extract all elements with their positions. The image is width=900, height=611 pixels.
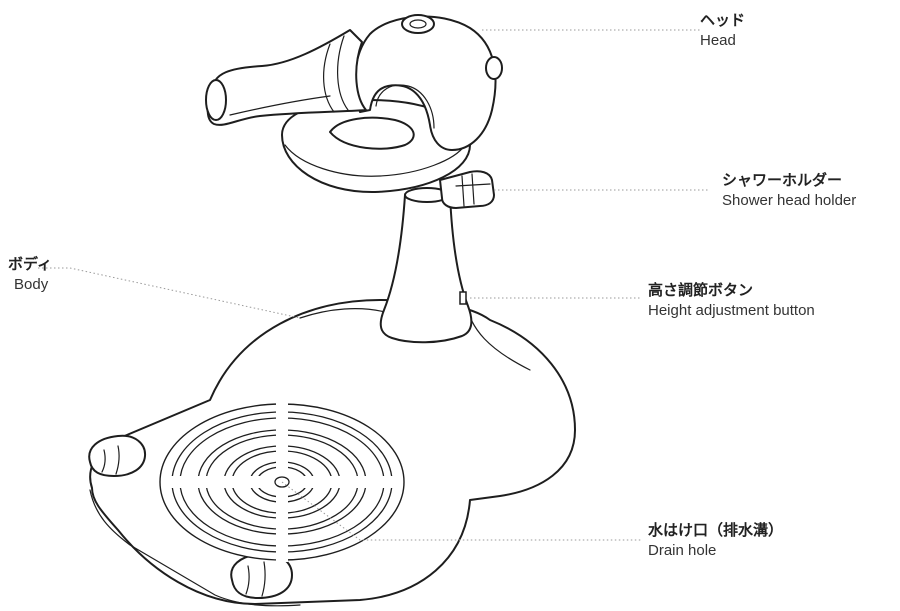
- label-head-jp: ヘッド: [700, 11, 746, 29]
- label-height-button-en: Height adjustment button: [648, 302, 815, 319]
- height-button: [459, 291, 467, 305]
- label-shower-holder: シャワーホルダー Shower head holder: [722, 170, 856, 212]
- label-height-button: 高さ調節ボタン Height adjustment button: [648, 280, 815, 322]
- shower-holder-part: [439, 170, 495, 209]
- label-height-button-jp: 高さ調節ボタン: [648, 281, 754, 299]
- leader-drain: [281, 481, 642, 541]
- leader-body: [38, 267, 301, 319]
- label-head: ヘッド Head: [700, 10, 745, 52]
- label-shower-holder-en: Shower head holder: [722, 192, 857, 209]
- pole-part: [379, 187, 473, 344]
- head-part: [205, 14, 503, 194]
- label-body-jp: ボディ: [8, 255, 52, 273]
- label-head-en: Head: [700, 32, 736, 49]
- label-body: ボディ Body: [8, 254, 52, 296]
- label-drain: 水はけ口（排水溝） Drain hole: [648, 520, 783, 562]
- label-drain-jp: 水はけ口（排水溝）: [648, 521, 784, 539]
- label-shower-holder-jp: シャワーホルダー: [722, 171, 843, 189]
- label-body-en: Body: [14, 276, 49, 293]
- label-drain-en: Drain hole: [648, 542, 717, 559]
